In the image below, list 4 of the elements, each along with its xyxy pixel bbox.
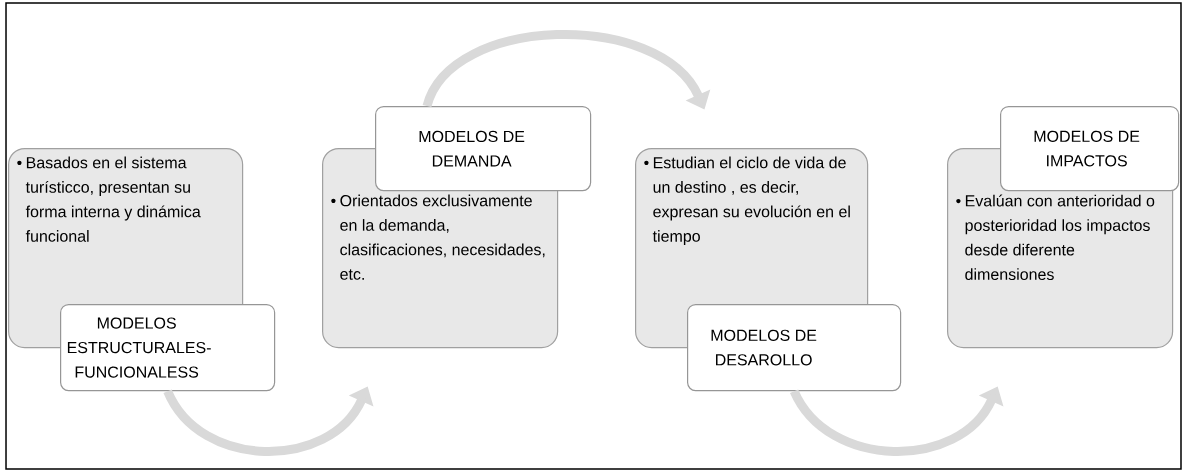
title-box: MODELOS ESTRUCTURALES-FUNCIONALESS: [60, 304, 276, 392]
title-box: MODELOS DE DEMANDA: [375, 106, 592, 192]
title-box: MODELOS DE DESAROLLO: [687, 304, 902, 392]
title-box: MODELOS DE IMPACTOS: [1000, 106, 1180, 192]
